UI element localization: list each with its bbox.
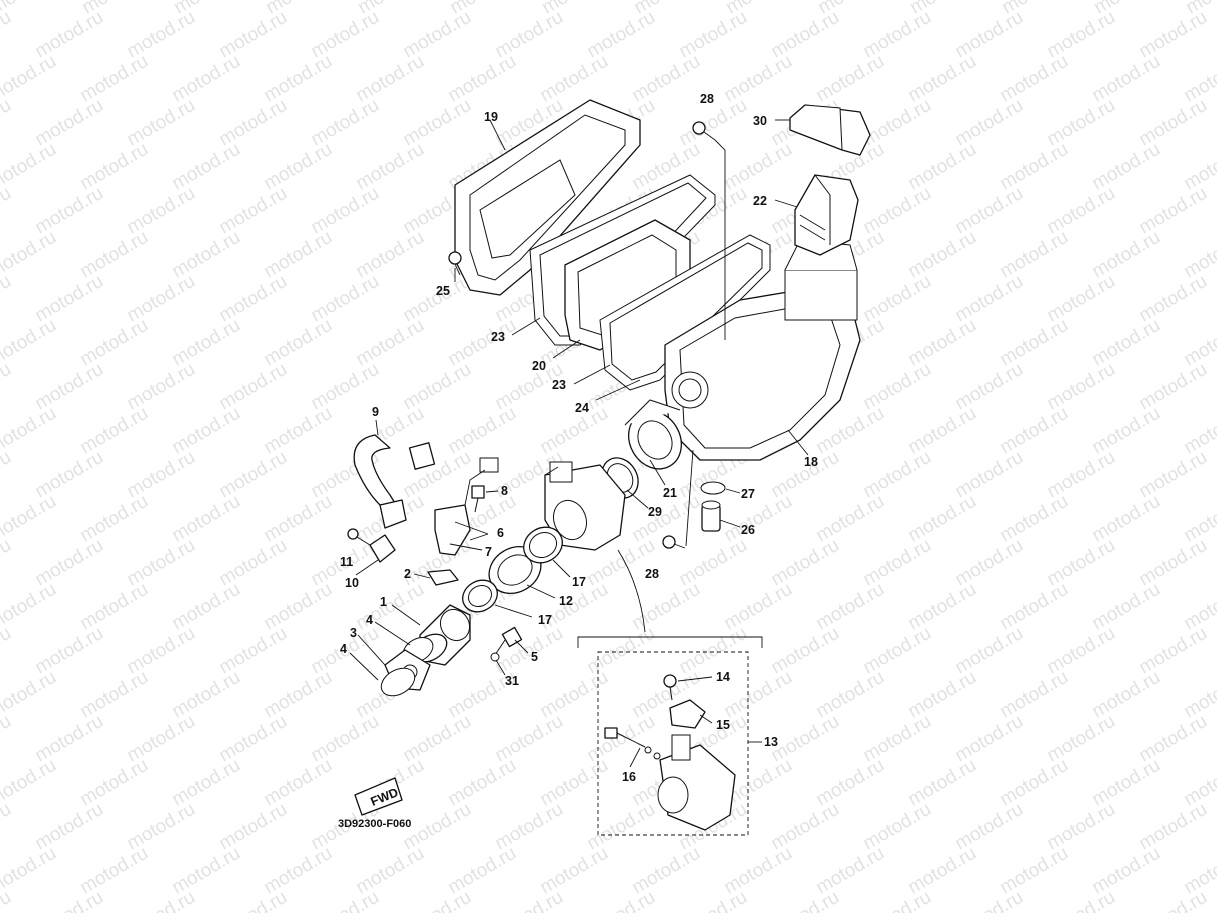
callout-25: 25 xyxy=(436,284,450,298)
callout-11: 11 xyxy=(340,555,353,569)
screw-11 xyxy=(347,528,371,546)
air-filter-element xyxy=(564,219,691,351)
bracket-10 xyxy=(369,534,396,563)
duct-cap xyxy=(789,104,871,156)
callout-16: 16 xyxy=(622,770,636,784)
callout-29: 29 xyxy=(648,505,662,519)
intake-duct xyxy=(794,174,859,256)
plate-2 xyxy=(427,569,459,586)
callout-10: 10 xyxy=(345,576,359,590)
callout-15: 15 xyxy=(716,718,730,732)
callout-18: 18 xyxy=(804,455,818,469)
air-box-body xyxy=(664,239,861,461)
sensor-15 xyxy=(669,699,706,729)
callout-30: 30 xyxy=(753,114,767,128)
connector-9 xyxy=(379,499,407,529)
callout-20: 20 xyxy=(532,359,546,373)
inset-detail-box xyxy=(577,549,763,836)
screw-16 xyxy=(604,727,661,760)
callout-28-lower: 28 xyxy=(645,567,659,581)
clamp-17-upper xyxy=(523,526,563,564)
callout-24: 24 xyxy=(575,401,589,415)
callout-27: 27 xyxy=(741,487,755,501)
air-box-joint xyxy=(624,399,682,470)
callout-12: 12 xyxy=(559,594,573,608)
callout-13: 13 xyxy=(764,735,778,749)
callout-19: 19 xyxy=(484,110,498,124)
callout-4-upper: 4 xyxy=(366,613,373,627)
callout-21: 21 xyxy=(663,486,677,500)
washer-31 xyxy=(490,652,500,662)
bolt-8 xyxy=(471,485,485,513)
callout-6: 6 xyxy=(497,526,504,540)
collar-26 xyxy=(701,500,721,532)
callout-3: 3 xyxy=(350,626,357,640)
callout-9: 9 xyxy=(372,405,379,419)
callout-2: 2 xyxy=(404,567,411,581)
callout-5: 5 xyxy=(531,650,538,664)
fuel-hose xyxy=(353,434,436,516)
o-ring-4-lower xyxy=(380,667,416,697)
diagram-code: 3D92300-F060 xyxy=(338,818,412,830)
clip-27 xyxy=(700,481,726,495)
bolt-5 xyxy=(494,626,523,656)
screw-28-upper xyxy=(692,121,726,340)
throttle-body-assembly xyxy=(544,461,626,551)
screw-25 xyxy=(448,251,462,276)
callout-8: 8 xyxy=(501,484,508,498)
callout-23-upper: 23 xyxy=(491,330,505,344)
callout-7: 7 xyxy=(485,545,492,559)
fwd-arrow: FWD xyxy=(354,777,403,816)
screw-14 xyxy=(663,674,677,701)
throttle-body-detail xyxy=(657,734,736,831)
callout-labels: 19 25 23 20 23 24 28 30 22 18 21 29 27 2… xyxy=(340,92,818,784)
callout-31: 31 xyxy=(505,674,519,688)
air-filter-cover xyxy=(454,99,641,296)
callout-26: 26 xyxy=(741,523,755,537)
callout-14: 14 xyxy=(716,670,730,684)
screw-28-lower xyxy=(662,449,694,549)
gasket-lower xyxy=(599,234,771,391)
callout-1: 1 xyxy=(380,595,387,609)
callout-28-upper: 28 xyxy=(700,92,714,106)
callout-22: 22 xyxy=(753,194,767,208)
callout-4-lower: 4 xyxy=(340,642,347,656)
callout-23-lower: 23 xyxy=(552,378,566,392)
callout-leaders xyxy=(349,119,809,768)
callout-17-upper: 17 xyxy=(572,575,586,589)
fuel-injector xyxy=(434,457,499,556)
clamp-17-lower xyxy=(462,579,498,613)
callout-17-lower: 17 xyxy=(538,613,552,627)
